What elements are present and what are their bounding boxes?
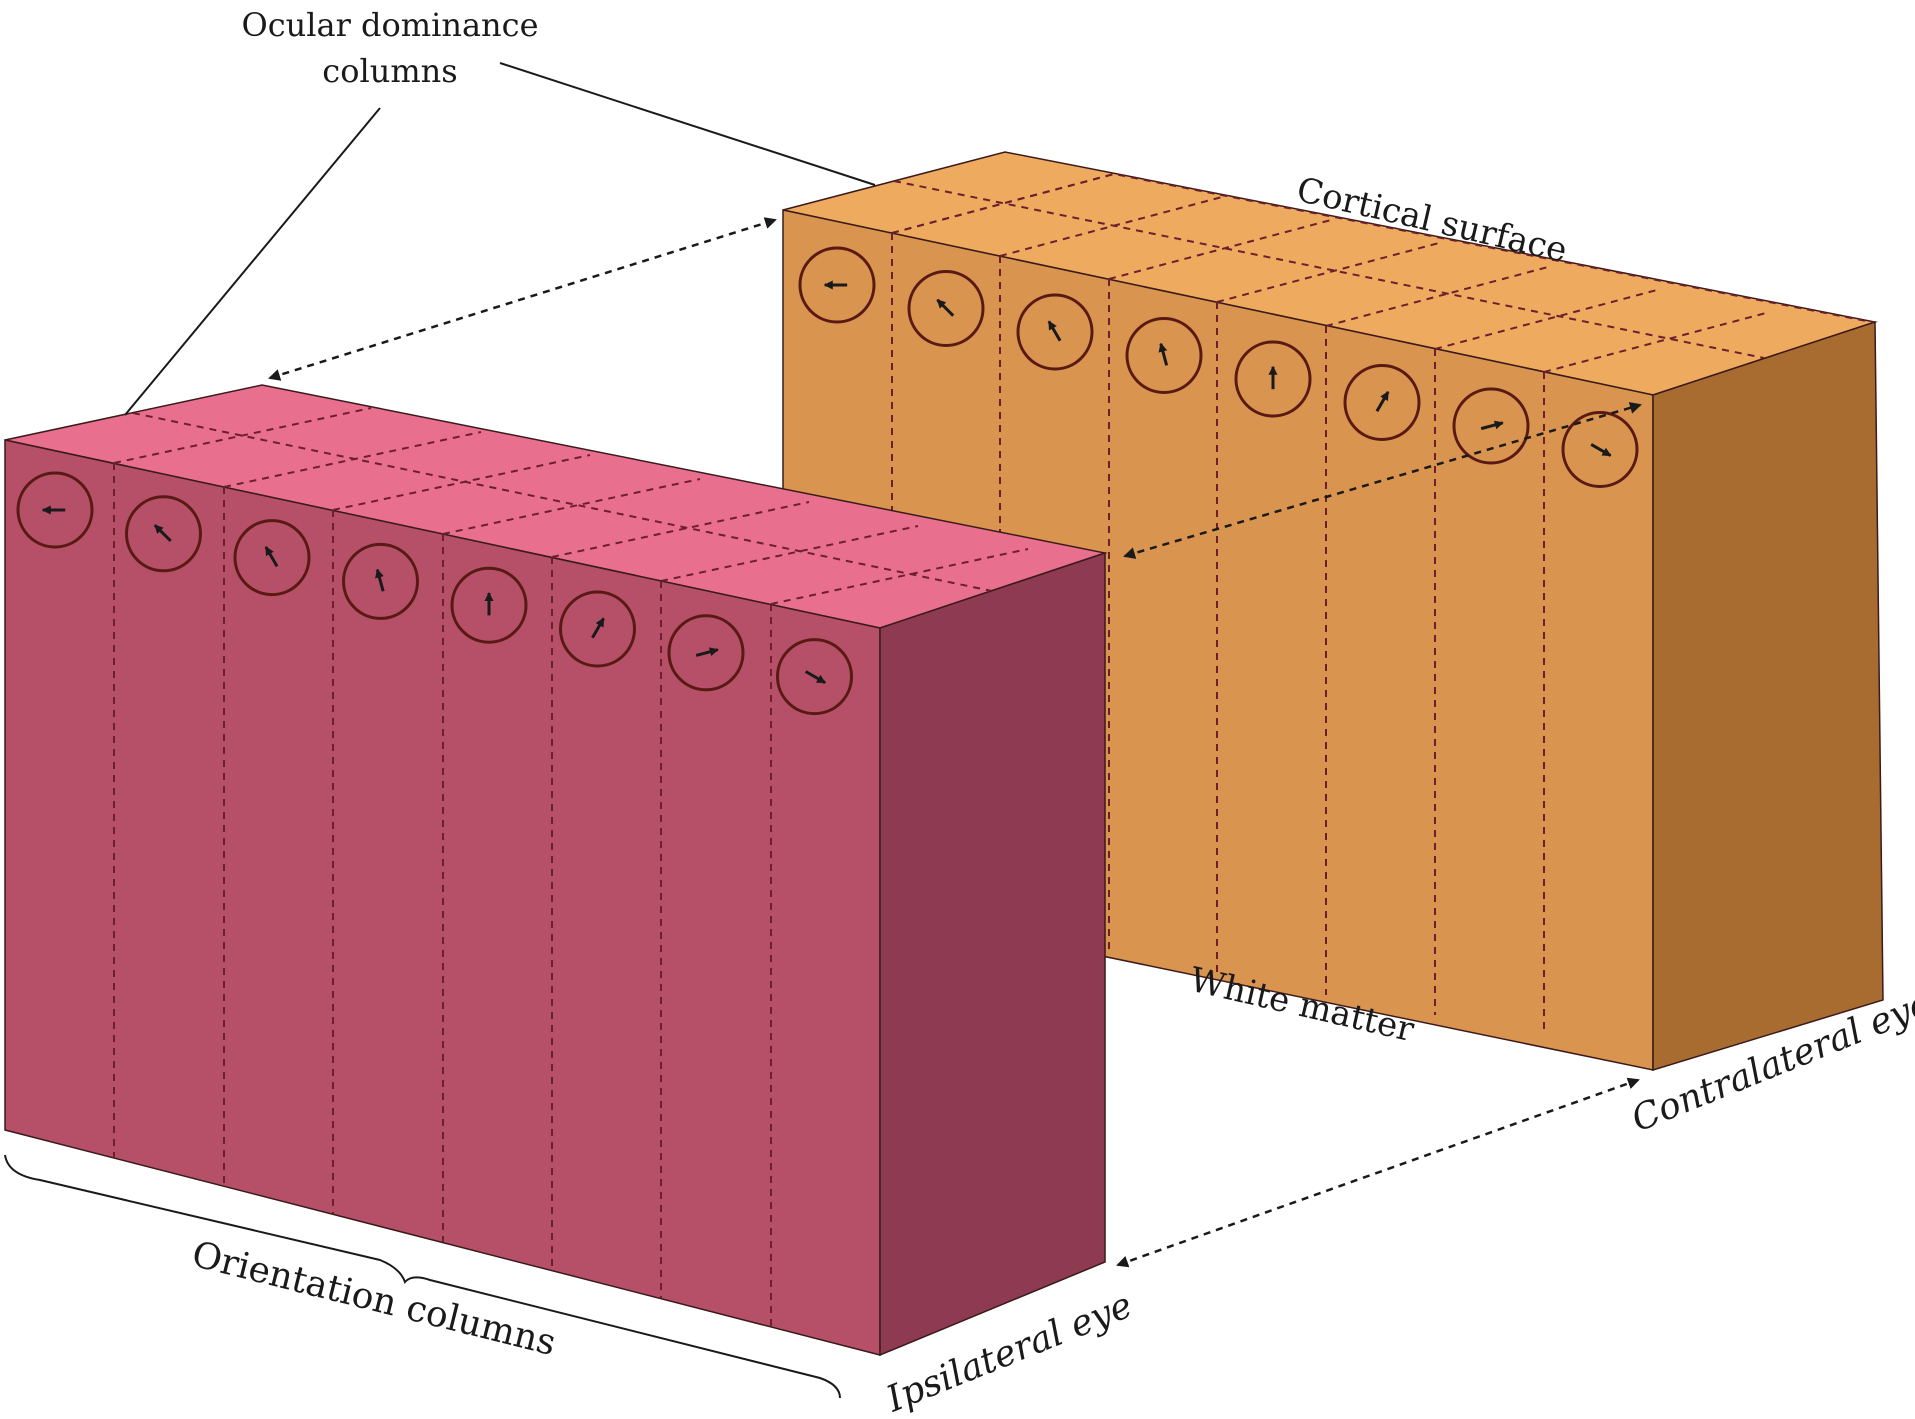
- ipsilateral-orientation-circle-4: [342, 542, 419, 620]
- width-arrow-top: [268, 217, 777, 381]
- contralateral-orientation-arrow-4: [1158, 342, 1169, 366]
- ipsilateral-orientation-circle-7: [667, 614, 745, 692]
- ipsilateral-block: [4, 384, 1108, 1357]
- contralateral-orientation-circle-3: [1016, 293, 1094, 371]
- ipsilateral-orientation-circle-5: [450, 566, 528, 644]
- ipsilateral-column-dividers: [113, 463, 772, 1327]
- ipsilateral-orientation-markers: [16, 471, 853, 716]
- contralateral-orientation-circle-2: [907, 270, 985, 347]
- ipsilateral-top-grid: [113, 407, 1029, 605]
- ipsilateral-orientation-arrow-6: [591, 617, 605, 639]
- ipsilateral-orientation-arrow-4: [375, 568, 385, 592]
- ipsilateral-orientation-arrow-2: [153, 524, 172, 543]
- contralateral-top-grid: [891, 173, 1767, 373]
- ocular-dominance-label-line1: Ocular dominance: [241, 6, 538, 44]
- contralateral-orientation-arrow-3: [1047, 320, 1062, 342]
- ipsilateral-orientation-circle-8: [776, 638, 853, 716]
- double-headed-arrows: [268, 217, 1642, 1268]
- contralateral-top-dividers: [891, 172, 1875, 345]
- ipsilateral-orientation-arrow-3: [264, 546, 279, 568]
- orientation-columns-brace: [4, 1154, 841, 1399]
- contralateral-orientation-circle-4: [1125, 317, 1203, 394]
- leader-lines: [124, 62, 876, 416]
- ocular-dominance-leader-right: [499, 62, 876, 186]
- ipsilateral-orientation-circle-6: [559, 590, 636, 668]
- contralateral-orientation-arrow-2: [936, 298, 955, 317]
- contralateral-orientation-circle-1: [798, 246, 876, 324]
- ipsilateral-orientation-circle-3: [233, 519, 311, 597]
- ocular-dominance-label-line2: columns: [322, 52, 457, 90]
- contralateral-side-face: [1652, 320, 1884, 1072]
- ocular-dominance-leader-left: [124, 107, 381, 416]
- ipsilateral-side-face: [879, 551, 1106, 1357]
- ipsilateral-orientation-arrow-7: [695, 647, 719, 657]
- ipsilateral-orientation-arrow-8: [804, 670, 826, 685]
- ipsilateral-orientation-circle-1: [16, 471, 94, 549]
- width-arrow-bottom: [1116, 1077, 1640, 1268]
- ipsilateral-orientation-circle-2: [125, 495, 202, 573]
- width-arrow-right: [1123, 402, 1642, 559]
